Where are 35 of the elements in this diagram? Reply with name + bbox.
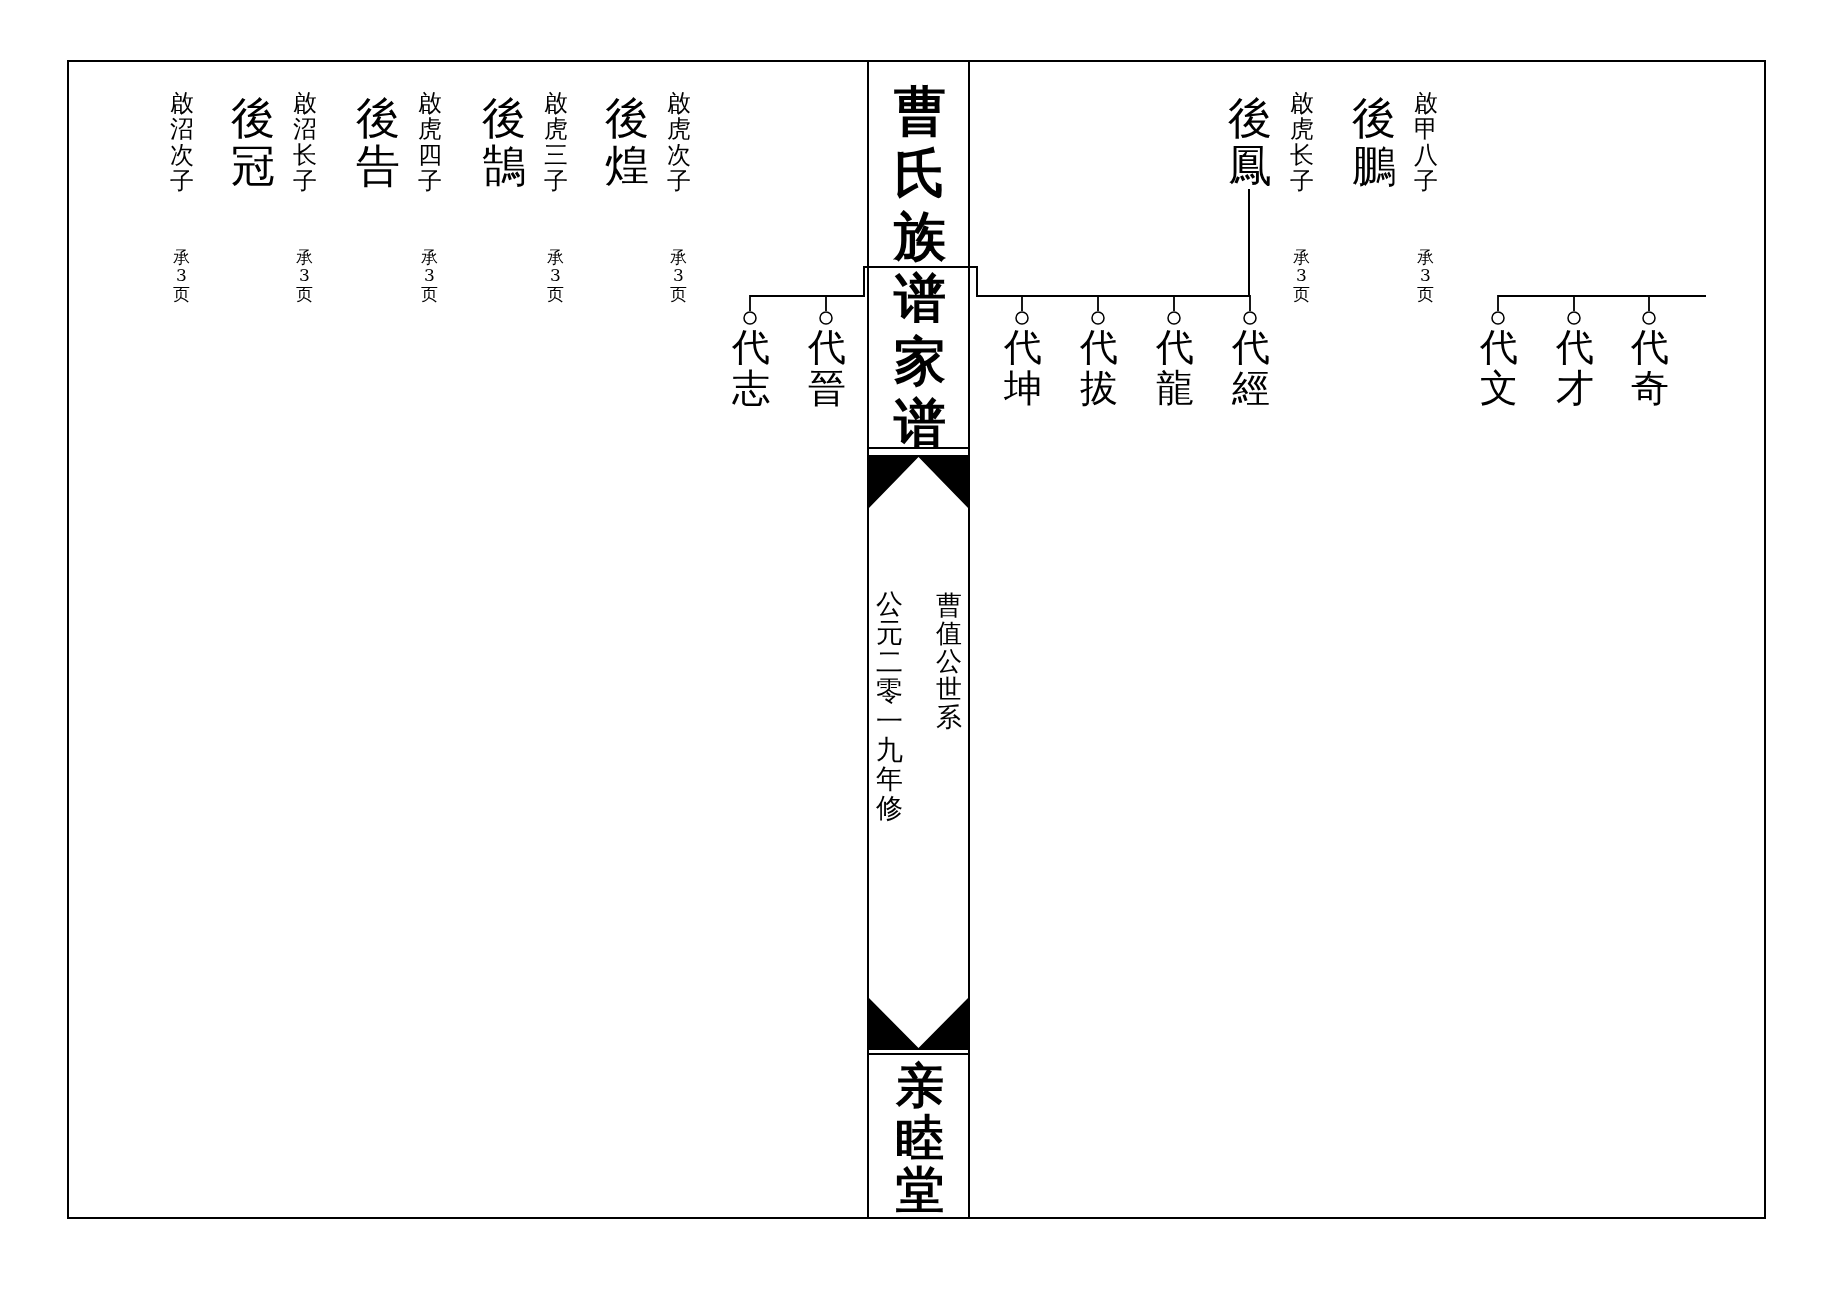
hall-name: 亲睦堂 [895, 1060, 944, 1216]
parent-note: 啟虎三子 [543, 91, 568, 195]
person-name: 後鵬 [1351, 94, 1396, 190]
lineage-note: 曹值公世系 [935, 591, 962, 732]
parent-note: 啟虎长子 [1289, 91, 1314, 195]
person-name: 代才 [1555, 327, 1594, 410]
parent-note: 啟虎次子 [666, 91, 691, 195]
date-note: 公元二零一九年修 [875, 589, 904, 823]
page-reference: 承3页 [1292, 248, 1311, 304]
person-name: 後鳳 [1227, 94, 1272, 190]
page-reference: 承3页 [420, 248, 439, 304]
page-reference: 承3页 [295, 248, 314, 304]
page-reference: 承3页 [172, 248, 191, 304]
lineage-line [749, 188, 1250, 312]
person-name: 代經 [1231, 327, 1270, 410]
parent-note: 啟虎四子 [417, 91, 442, 195]
person-name: 後煌 [604, 94, 649, 190]
lineage-line [1497, 295, 1707, 312]
person-name: 代龍 [1155, 327, 1194, 410]
person-name: 代文 [1479, 327, 1518, 410]
person-name: 後鵠 [481, 94, 526, 190]
person-name: 代奇 [1630, 327, 1669, 410]
person-name: 後冠 [230, 94, 275, 190]
parent-note: 啟沼长子 [292, 91, 317, 195]
person-name: 代拔 [1079, 327, 1118, 410]
person-name: 代晉 [807, 327, 846, 410]
person-name: 代志 [731, 327, 770, 410]
page-reference: 承3页 [669, 248, 688, 304]
page-reference: 承3页 [1416, 248, 1435, 304]
person-name: 代坤 [1003, 327, 1042, 410]
parent-note: 啟沼次子 [169, 91, 194, 195]
page-reference: 承3页 [546, 248, 565, 304]
parent-note: 啟甲八子 [1413, 91, 1438, 195]
book-title: 曹氏族谱家谱 [893, 80, 946, 455]
person-name: 後告 [355, 94, 400, 190]
